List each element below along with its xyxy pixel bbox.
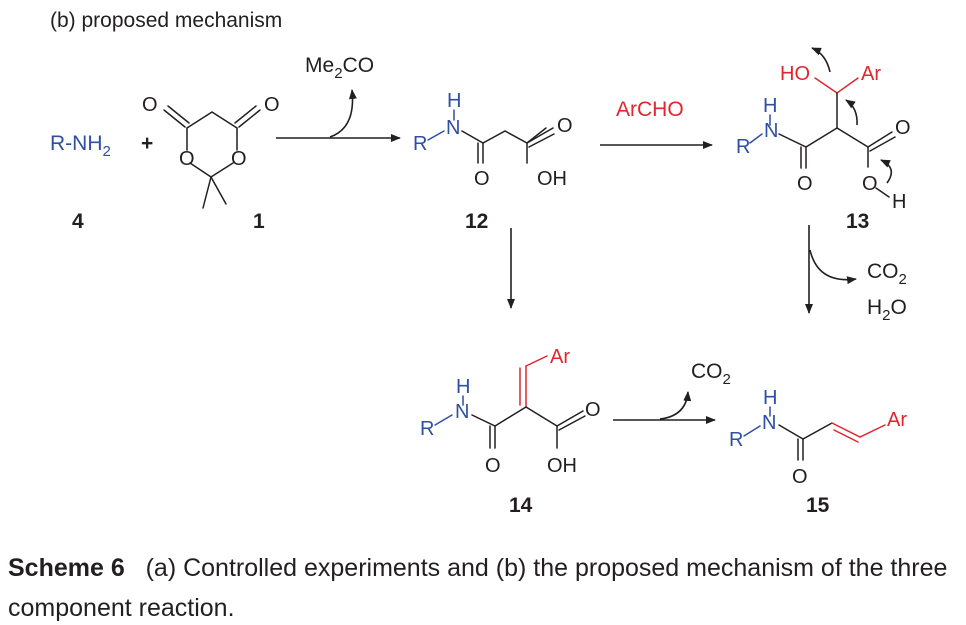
atom-ho: HO: [780, 63, 810, 85]
reaction-arrow-5: CO2: [613, 360, 731, 424]
compound-number-1: 1: [253, 210, 265, 233]
atom-o-acid: O: [557, 115, 573, 137]
atom-r: R: [736, 136, 750, 158]
mechanism-diagram: (b) proposed mechanism R-NH2 + 4 O O O O…: [50, 9, 911, 517]
compound-12-structure: H N R O O OH: [413, 90, 573, 190]
compound-number-15: 15: [806, 494, 830, 517]
compound-15-structure: H N R Ar O: [729, 387, 907, 488]
atom-r: R: [729, 429, 743, 451]
atom-oh: OH: [537, 168, 567, 190]
compound-number-13: 13: [846, 210, 869, 233]
atom-o-acid: O: [585, 399, 601, 421]
atom-o-amide: O: [474, 168, 490, 190]
atom-o-ring-right: O: [231, 148, 247, 170]
plus-sign: +: [141, 132, 153, 155]
water-byproduct: H2O: [867, 296, 907, 324]
atom-o-acid: O: [895, 117, 911, 139]
amine-formula: R-NH2: [50, 132, 111, 160]
compound-number-12: 12: [465, 210, 488, 233]
meldrums-acid-structure: O O O O: [142, 94, 280, 209]
amine-reagent: R-NH2: [50, 132, 111, 160]
atom-n: N: [762, 412, 776, 434]
reaction-arrow-1: Me2CO: [276, 54, 401, 142]
co2-byproduct-2: CO2: [691, 360, 731, 388]
caption-text: (a) Controlled experiments and (b) the p…: [8, 554, 948, 622]
compound-number-14: 14: [509, 494, 533, 517]
reaction-arrow-2: ArCHO: [600, 98, 713, 149]
atom-n: N: [455, 401, 469, 423]
atom-o-hydroxyl: O: [862, 173, 878, 195]
atom-o-carbonyl-left: O: [142, 94, 158, 116]
atom-o-ring-left: O: [179, 148, 195, 170]
aldehyde-reagent: ArCHO: [616, 98, 684, 121]
compound-14-structure: Ar H N R O O OH: [420, 346, 601, 477]
atom-h: H: [456, 376, 470, 398]
atom-oh: OH: [547, 455, 577, 477]
atom-n: N: [764, 120, 778, 142]
atom-ar: Ar: [887, 409, 907, 431]
atom-ar: Ar: [550, 346, 570, 368]
atom-r: R: [413, 133, 427, 155]
compound-13-structure: HO Ar H N R O O O H: [736, 47, 911, 213]
caption-label: Scheme 6: [8, 554, 125, 582]
atom-h: H: [763, 95, 777, 117]
atom-h: H: [447, 90, 461, 112]
figure-caption: Scheme 6 (a) Controlled experiments and …: [8, 548, 963, 625]
reaction-arrow-4: CO2 H2O: [805, 225, 907, 324]
panel-label: (b) proposed mechanism: [50, 9, 282, 32]
atom-o-carbonyl-right: O: [264, 94, 280, 116]
atom-o-amide: O: [485, 455, 501, 477]
atom-o-amide: O: [792, 466, 808, 488]
atom-r: R: [420, 418, 434, 440]
acetone-byproduct: Me2CO: [305, 54, 374, 82]
compound-number-4: 4: [72, 210, 84, 233]
atom-o-amide: O: [797, 173, 813, 195]
atom-h: H: [763, 387, 777, 409]
atom-h-acid: H: [892, 191, 906, 213]
atom-ar: Ar: [861, 63, 881, 85]
atom-n: N: [446, 117, 460, 139]
co2-byproduct: CO2: [867, 260, 907, 288]
